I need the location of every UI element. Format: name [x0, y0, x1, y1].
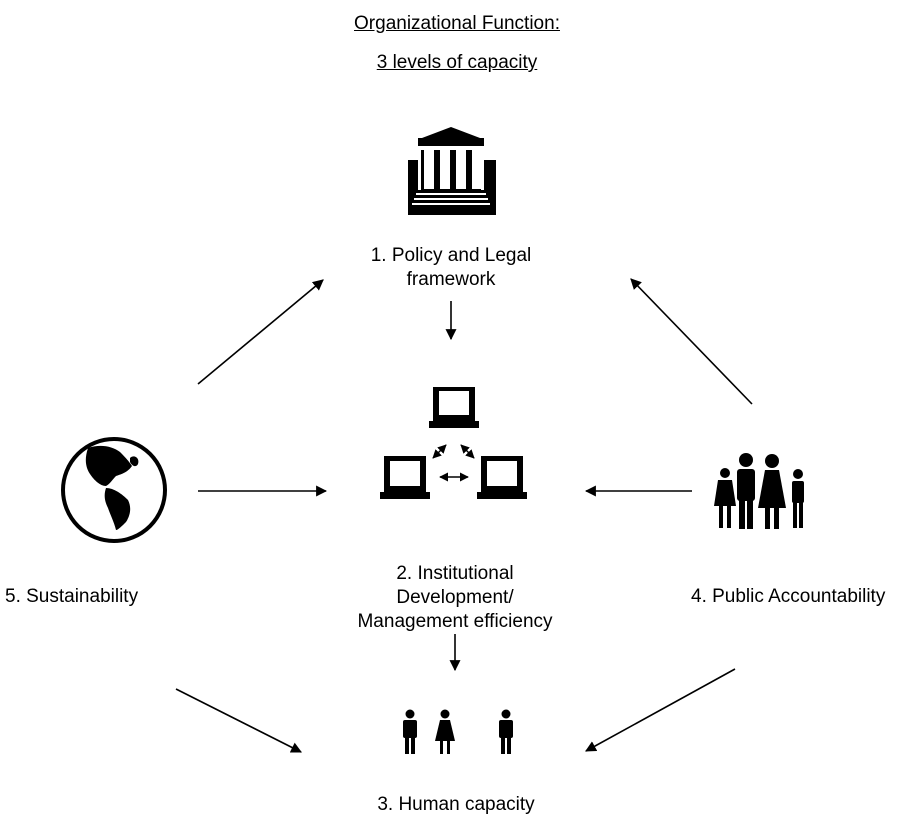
- node-institutional-line1: 2. Institutional: [396, 563, 514, 584]
- node-sustainability-label: 5. Sustainability: [5, 586, 139, 607]
- person-left-icon: [403, 709, 417, 754]
- networked-computers-icon: [380, 387, 527, 499]
- courthouse-icon: [408, 127, 496, 215]
- computer-top-icon: [429, 387, 479, 428]
- people-icon: [403, 709, 513, 754]
- node-policy-line1: 1. Policy and Legal: [370, 245, 532, 266]
- computer-right-icon: [477, 456, 527, 499]
- node-institutional-line2: Development/: [396, 587, 514, 608]
- computer-left-icon: [380, 456, 430, 499]
- arrow-sustainability-to-human: [175, 688, 302, 753]
- diagram-title: Organizational Function:: [354, 13, 560, 34]
- node-public-label: 4. Public Accountability: [691, 586, 886, 607]
- node-institutional-label: 2. Institutional Development/ Management…: [357, 562, 552, 634]
- person-middle-icon: [435, 709, 455, 754]
- node-policy-line2: framework: [406, 269, 496, 290]
- family-icon: [714, 453, 804, 529]
- diagram-subtitle: 3 levels of capacity: [376, 52, 538, 73]
- arrow-public-to-human: [585, 668, 736, 752]
- arrow-sustainability-to-policy: [197, 279, 324, 385]
- person-right-icon: [499, 709, 513, 754]
- node-policy-label: 1. Policy and Legal framework: [371, 244, 532, 292]
- edges: [175, 278, 753, 753]
- globe-icon: [61, 437, 167, 543]
- node-institutional-line3: Management efficiency: [357, 611, 553, 632]
- node-human-label: 3. Human capacity: [377, 794, 535, 815]
- arrow-public-to-policy: [630, 278, 753, 405]
